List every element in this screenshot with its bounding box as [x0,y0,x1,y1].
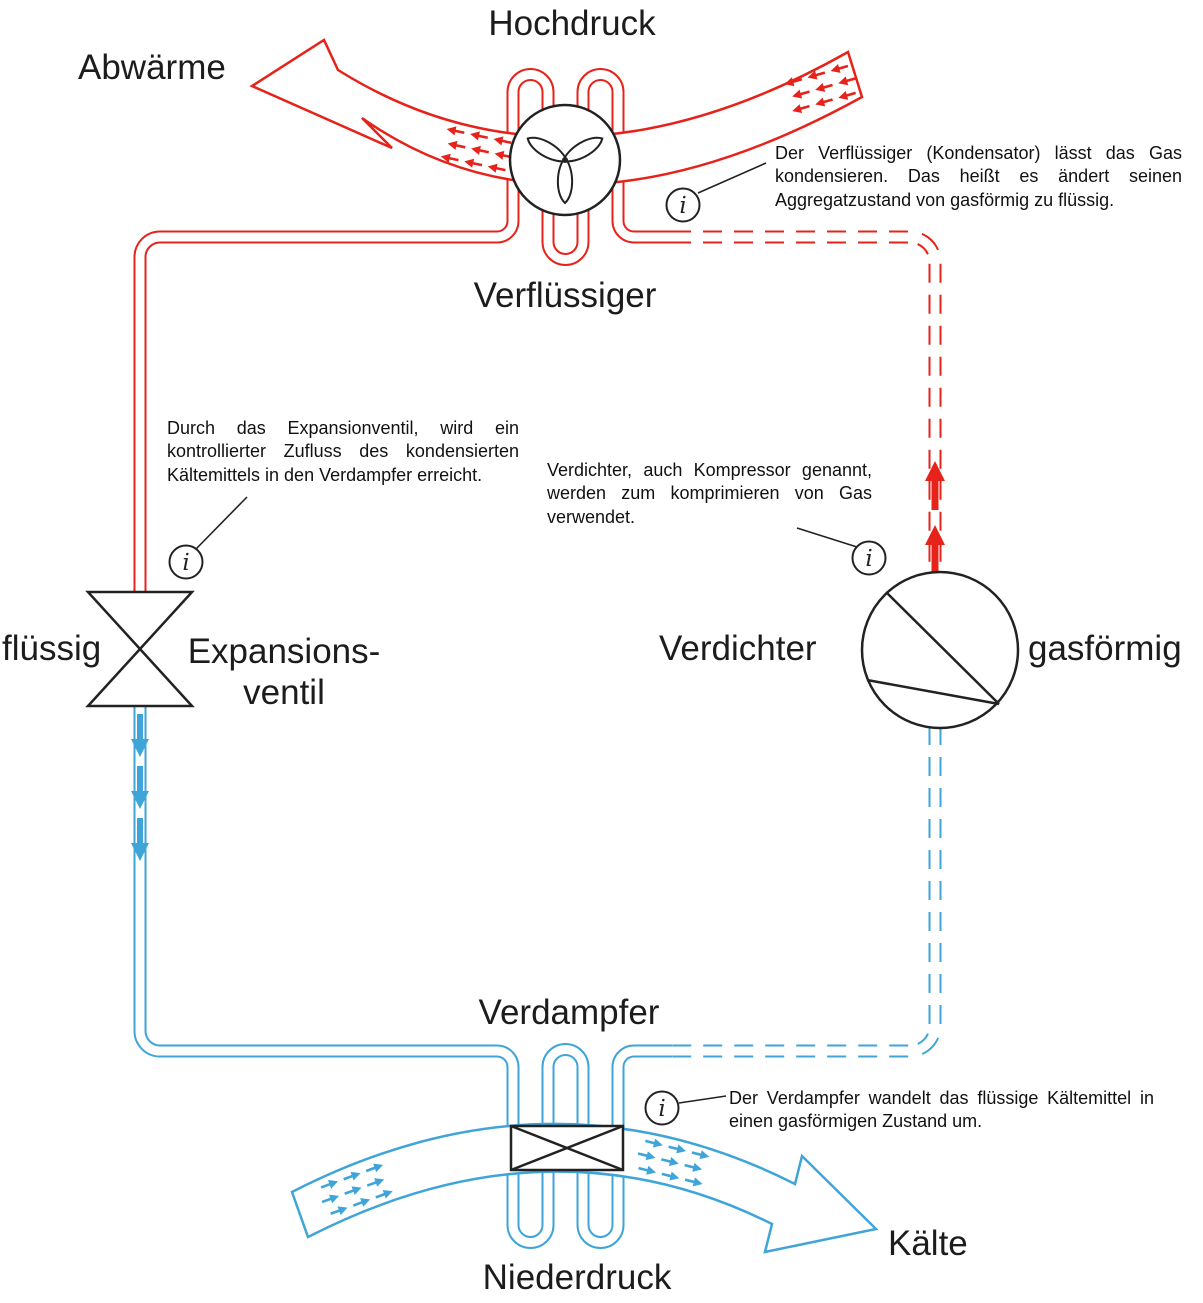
heat-exchanger-icon [509,1124,625,1172]
info-glyph: i [658,1096,665,1122]
pipe-liquid-cold [133,706,672,1249]
waste-heat-arrow [249,38,864,186]
info-icon-expansion-valve: i [168,496,248,580]
pipe-liquid-hot [133,68,672,592]
label-waste-heat: Abwärme [78,48,226,87]
callout-compressor: Verdichter, auch Kompressor genannt, wer… [547,460,872,527]
pipe-cold-gas-dashed [672,726,942,1058]
expansion-valve-icon [85,590,195,708]
callout-condenser: Der Verflüssiger (Kondensator) lässt das… [775,143,1182,210]
label-high-pressure: Hochdruck [488,4,656,43]
label-expansion-valve: Expansions- ventil [176,631,392,714]
info-glyph: i [679,193,686,219]
compressor-icon [860,570,1020,730]
label-cold: Kälte [888,1224,968,1263]
info-icon-compressor: i [796,527,887,576]
label-low-pressure: Niederdruck [482,1258,672,1297]
callout-evaporator: Der Verdampfer wandelt das flüssige Kält… [729,1088,1154,1132]
label-expansion-valve-line1: Expansions- [187,632,381,671]
label-gaseous: gasförmig [1028,629,1182,668]
info-icon-condenser: i [665,162,767,223]
label-expansion-valve-line2: ventil [243,673,325,713]
label-condenser: Verflüssiger [473,276,657,315]
condenser-fan-icon [508,103,622,217]
info-glyph: i [182,550,189,576]
pipe-hot-gas-dashed [672,230,942,575]
info-glyph: i [865,546,872,572]
label-liquid: flüssig [2,629,102,668]
cold-air-arrow [290,1122,879,1254]
label-compressor: Verdichter [659,629,817,668]
flow-arrows-up-hot [925,461,945,574]
label-evaporator: Verdampfer [478,993,660,1032]
flow-arrows-down-cold [131,714,149,861]
info-icon-evaporator: i [644,1090,727,1126]
callout-expansion-valve: Durch das Expansionventil, wird ein kont… [167,418,519,485]
